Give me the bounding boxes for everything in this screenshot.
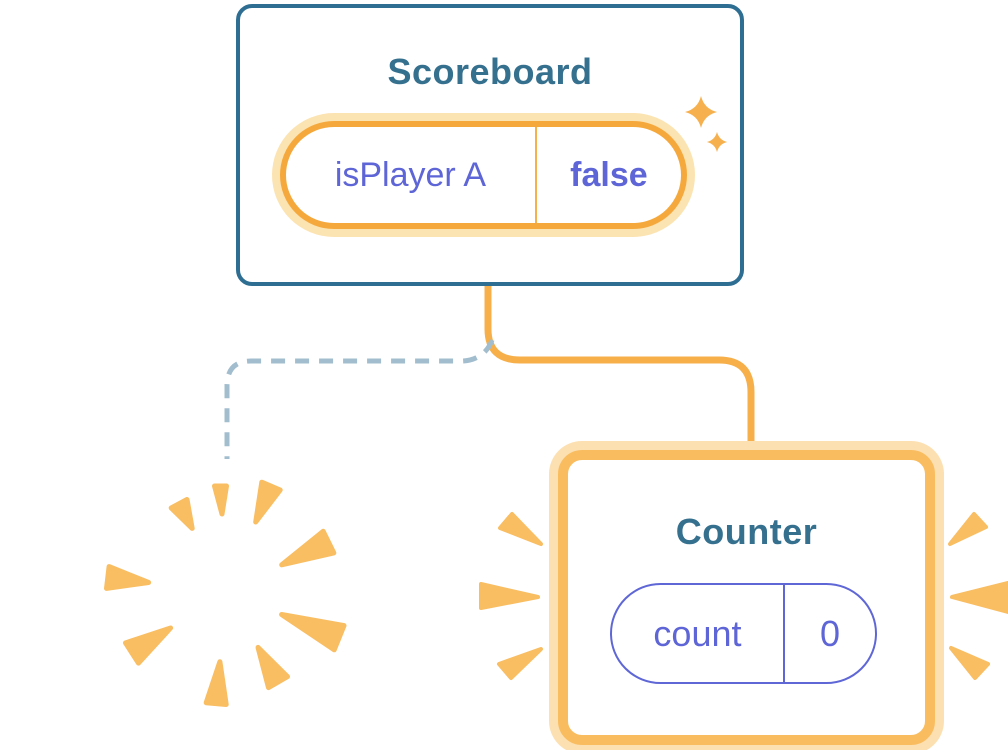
scoreboard-state-pill: isPlayer A false: [280, 121, 687, 229]
vanished-component-card: [87, 456, 361, 730]
scoreboard-title: Scoreboard: [387, 51, 593, 92]
scoreboard-card: Scoreboard isPlayer A false: [236, 4, 744, 286]
counter-card: Counter count 0: [558, 450, 935, 745]
vanished-connector-dashed-line: [224, 339, 495, 459]
state-value-cell: false: [570, 155, 648, 194]
emphasis-rays-left-icon: [479, 512, 543, 680]
counter-title: Counter: [675, 511, 818, 552]
counter-state-pill: count 0: [610, 583, 877, 684]
emphasis-rays-right-icon: [948, 512, 1008, 680]
state-value-cell: 0: [819, 612, 840, 654]
state-name-cell: isPlayer A: [286, 127, 537, 223]
state-connector-line: [484, 280, 755, 464]
state-name-cell: count: [612, 585, 785, 682]
